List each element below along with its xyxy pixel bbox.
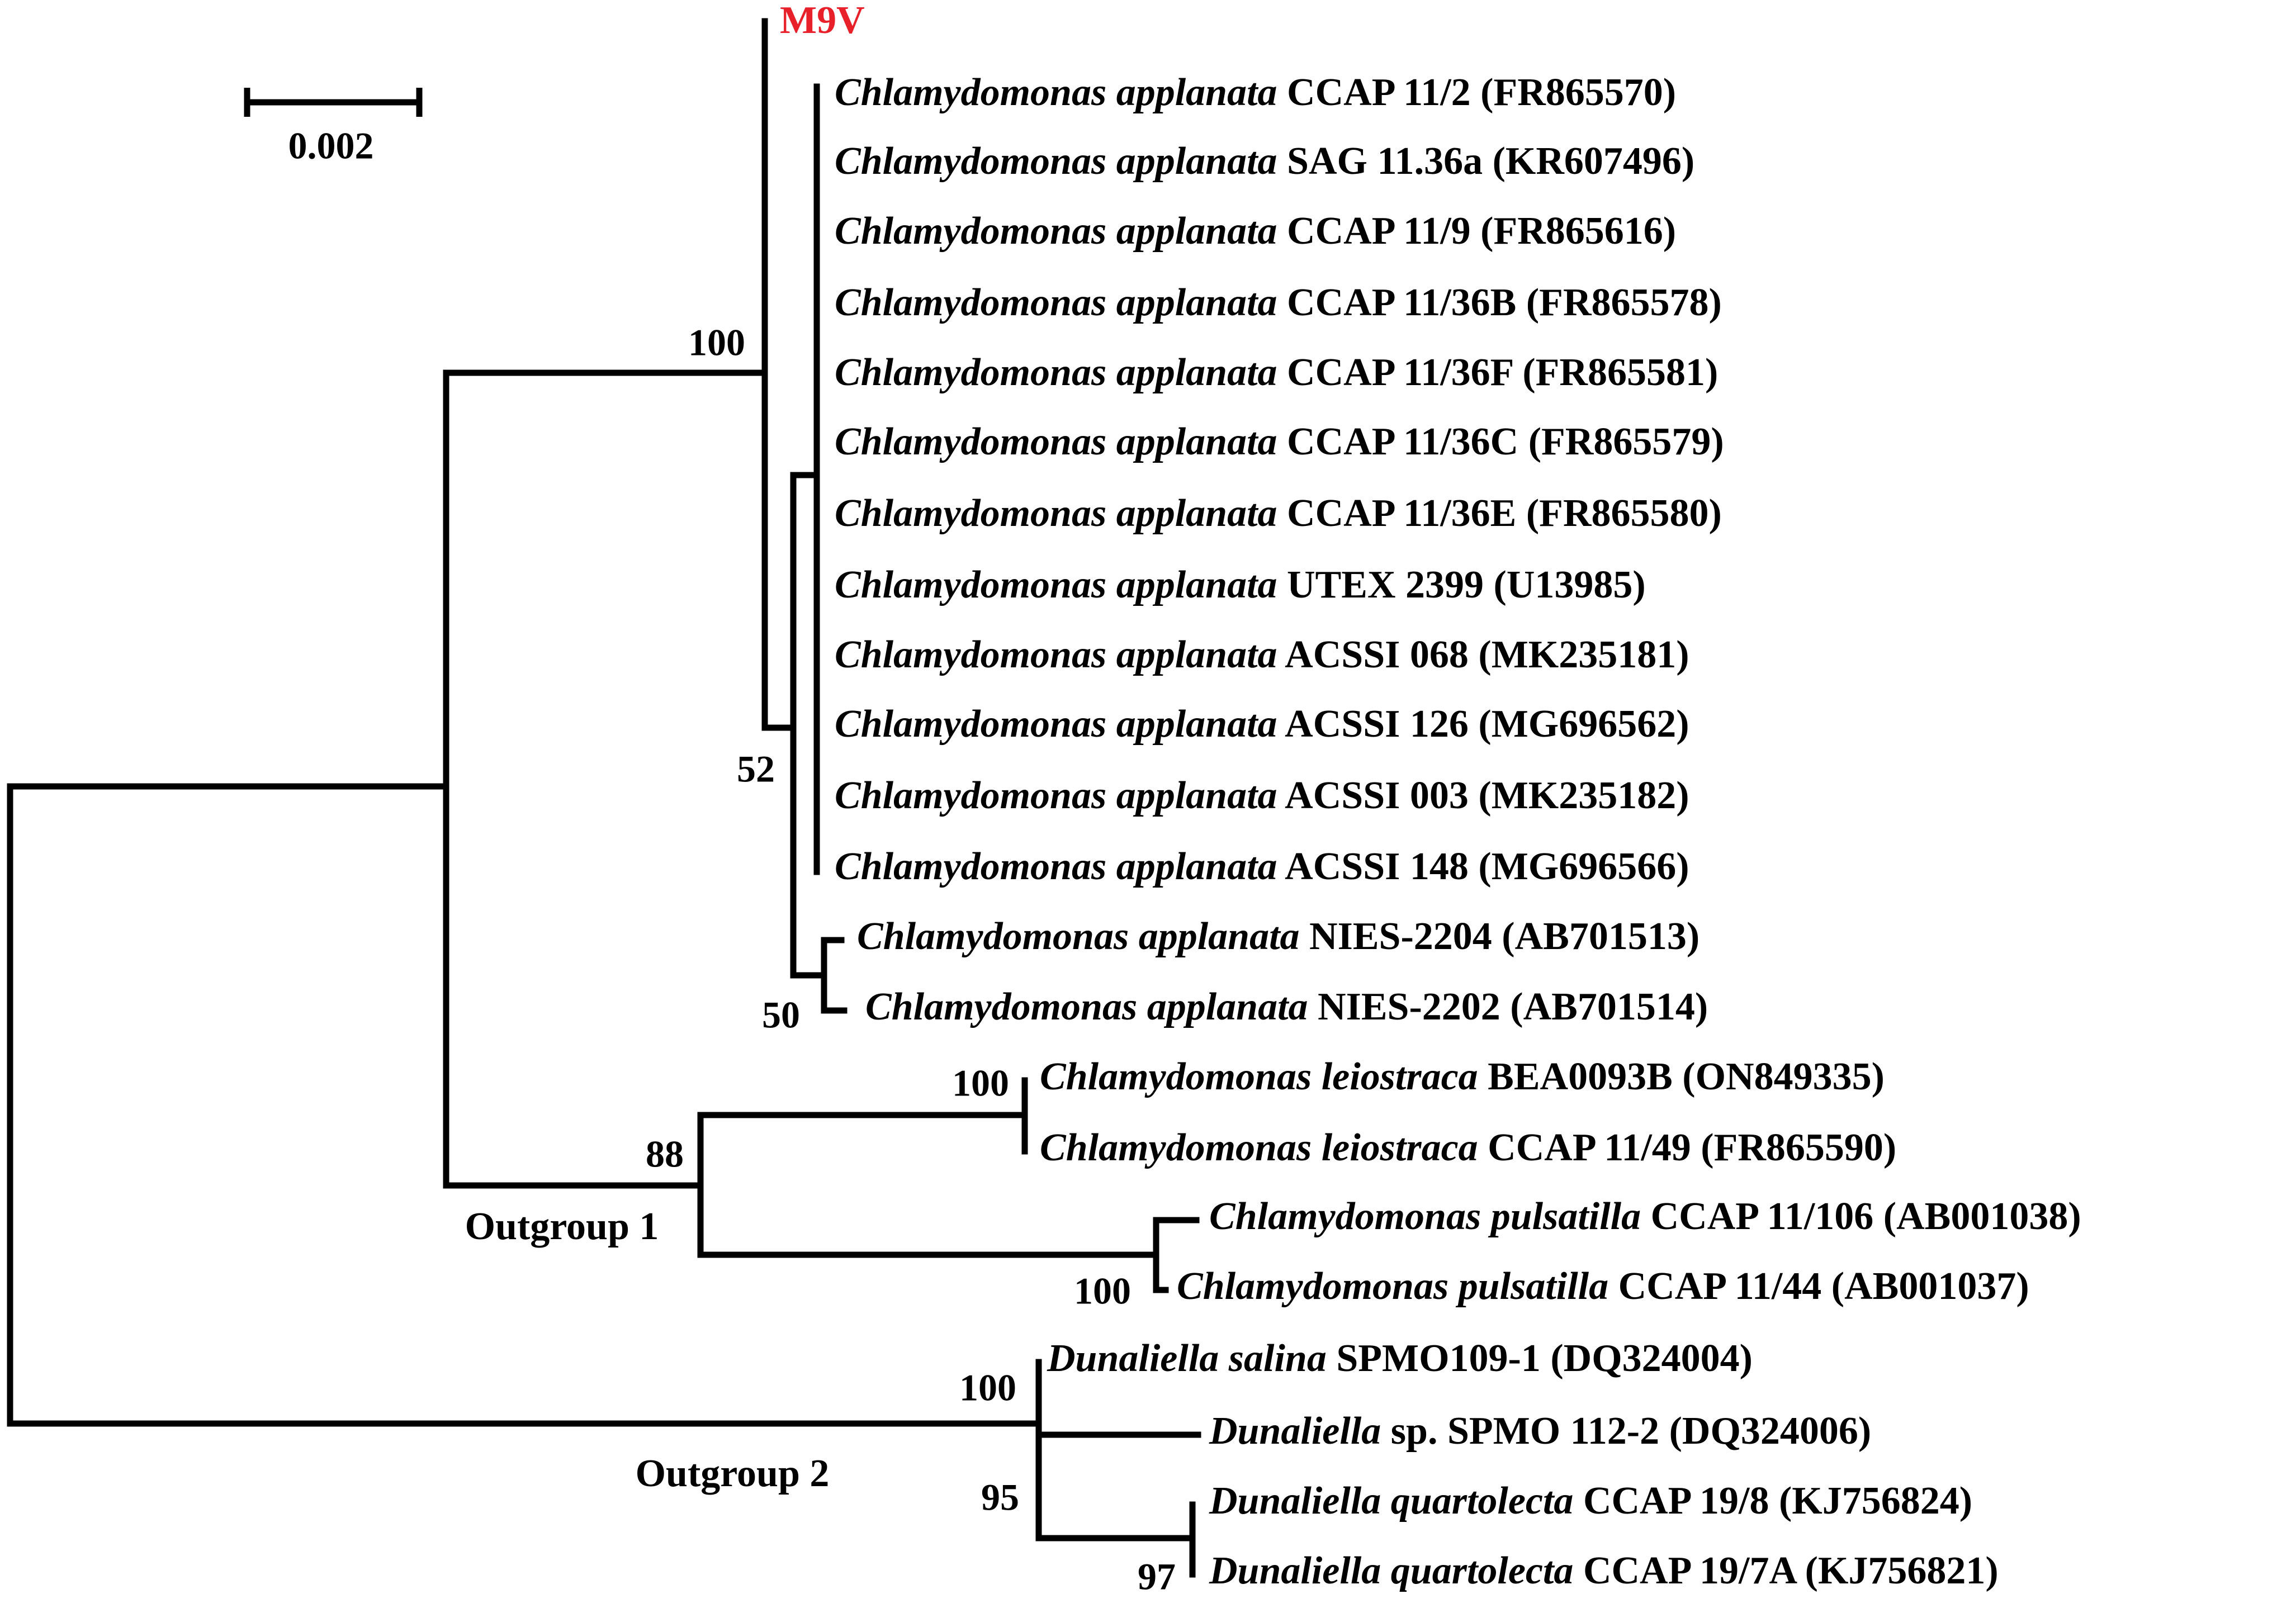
scale-bar: 0.002	[244, 88, 423, 167]
bs-applanata-clade: 100	[688, 321, 745, 364]
taxon-label-t6: Chlamydomonas applanata CCAP 11/36C (FR8…	[835, 420, 1724, 463]
bs-dunaliella-inner: 95	[981, 1476, 1019, 1519]
taxon-strain: CCAP 19/8 (KJ756824)	[1573, 1479, 1972, 1522]
bs-leiostraca: 100	[952, 1062, 1009, 1104]
taxon-label-t20: Dunaliella sp. SPMO 112-2 (DQ324006)	[1209, 1410, 1871, 1453]
taxon-strain: CCAP 11/44 (AB001037)	[1608, 1265, 2029, 1308]
taxon-label-t10: Chlamydomonas applanata ACSSI 126 (MG696…	[835, 703, 1689, 746]
taxon-strain: CCAP 11/106 (AB001038)	[1641, 1195, 2081, 1238]
taxon-label-t2: Chlamydomonas applanata SAG 11.36a (KR60…	[835, 140, 1694, 183]
taxon-species: Chlamydomonas applanata	[835, 845, 1277, 888]
taxon-label-t13: Chlamydomonas applanata NIES-2204 (AB701…	[857, 915, 1699, 958]
taxon-label-t14: Chlamydomonas applanata NIES-2202 (AB701…	[865, 985, 1708, 1028]
bs-quartolecta: 97	[1138, 1555, 1176, 1598]
taxon-species: Dunaliella	[1209, 1410, 1381, 1453]
taxon-strain: NIES-2204 (AB701513)	[1300, 915, 1700, 958]
taxon-strain: ACSSI 068 (MK235181)	[1277, 633, 1689, 676]
group-label-outgroup2: Outgroup 2	[636, 1452, 830, 1495]
taxon-strain: ACSSI 126 (MG696562)	[1277, 703, 1689, 746]
bs-pulsatilla: 100	[1074, 1270, 1131, 1312]
taxon-label-t18: Chlamydomonas pulsatilla CCAP 11/44 (AB0…	[1177, 1265, 2029, 1308]
taxon-label-t3: Chlamydomonas applanata CCAP 11/9 (FR865…	[835, 210, 1676, 253]
taxon-species: Dunaliella salina	[1047, 1337, 1327, 1380]
taxon-species: Chlamydomonas applanata	[835, 210, 1277, 253]
taxon-strain: BEA0093B (ON849335)	[1478, 1055, 1885, 1098]
taxon-species: Chlamydomonas applanata	[835, 140, 1277, 183]
taxon-strain: CCAP 11/49 (FR865590)	[1478, 1126, 1897, 1169]
taxon-strain: CCAP 11/36E (FR865580)	[1277, 492, 1722, 535]
taxon-label-t17: Chlamydomonas pulsatilla CCAP 11/106 (AB…	[1209, 1195, 2081, 1238]
bs-nies: 50	[762, 994, 800, 1036]
taxon-labels: M9V Chlamydomonas applanata CCAP 11/2 (FR…	[780, 0, 2081, 1592]
taxon-species: Chlamydomonas applanata	[835, 563, 1277, 606]
bs-dunaliella: 100	[959, 1367, 1016, 1409]
taxon-strain: SPMO109-1 (DQ324004)	[1327, 1337, 1753, 1380]
taxon-strain: CCAP 11/2 (FR865570)	[1277, 71, 1677, 114]
taxon-label-t4: Chlamydomonas applanata CCAP 11/36B (FR8…	[835, 281, 1722, 324]
taxon-species: Dunaliella quartolecta	[1209, 1549, 1573, 1592]
taxon-species: Chlamydomonas applanata	[835, 281, 1277, 324]
taxon-strain: CCAP 11/36B (FR865578)	[1277, 281, 1722, 324]
taxon-species: Chlamydomonas applanata	[865, 985, 1308, 1028]
scale-bar-label: 0.002	[288, 125, 374, 167]
taxon-species: Chlamydomonas applanata	[835, 71, 1277, 114]
tree-branches	[7, 18, 1201, 1578]
taxon-strain: sp. SPMO 112-2 (DQ324006)	[1381, 1410, 1871, 1453]
taxon-label-t21: Dunaliella quartolecta CCAP 19/8 (KJ7568…	[1209, 1479, 1972, 1522]
taxon-species: Chlamydomonas applanata	[835, 633, 1277, 676]
bs-outgroup1: 88	[646, 1133, 684, 1175]
taxon-label-t22: Dunaliella quartolecta CCAP 19/7A (KJ756…	[1209, 1549, 1999, 1592]
taxon-strain: CCAP 11/36C (FR865579)	[1277, 420, 1724, 463]
taxon-label-t12: Chlamydomonas applanata ACSSI 148 (MG696…	[835, 845, 1689, 888]
taxon-label-m9v: M9V	[780, 0, 865, 42]
taxon-species: Chlamydomonas leiostraca	[1040, 1055, 1478, 1098]
taxon-label-t19: Dunaliella salina SPMO109-1 (DQ324004)	[1047, 1337, 1753, 1380]
taxon-strain: ACSSI 003 (MK235182)	[1277, 774, 1689, 817]
taxon-species: Chlamydomonas applanata	[835, 492, 1277, 535]
taxon-species: Chlamydomonas pulsatilla	[1177, 1265, 1608, 1308]
taxon-strain: ACSSI 148 (MG696566)	[1277, 845, 1689, 888]
taxon-species: Dunaliella quartolecta	[1209, 1479, 1573, 1522]
taxon-species: Chlamydomonas leiostraca	[1040, 1126, 1478, 1169]
group-label-outgroup1: Outgroup 1	[465, 1205, 659, 1248]
taxon-species: Chlamydomonas applanata	[835, 351, 1277, 394]
taxon-label-t5: Chlamydomonas applanata CCAP 11/36F (FR8…	[835, 351, 1718, 394]
taxon-species: Chlamydomonas pulsatilla	[1209, 1195, 1641, 1238]
taxon-strain: NIES-2202 (AB701514)	[1308, 985, 1708, 1028]
taxon-strain: CCAP 11/36F (FR865581)	[1277, 351, 1719, 394]
bs-inner-applanata: 52	[737, 748, 775, 790]
taxon-label-t8: Chlamydomonas applanata UTEX 2399 (U1398…	[835, 563, 1646, 606]
taxon-label-t16: Chlamydomonas leiostraca CCAP 11/49 (FR8…	[1040, 1126, 1896, 1169]
taxon-strain: UTEX 2399 (U13985)	[1277, 563, 1646, 606]
taxon-strain: SAG 11.36a (KR607496)	[1277, 140, 1695, 183]
taxon-label-t11: Chlamydomonas applanata ACSSI 003 (MK235…	[835, 774, 1689, 817]
group-labels: Outgroup 1 Outgroup 2	[465, 1205, 830, 1495]
bootstrap-values: 100 52 50 88 100 100 100 95 97	[646, 321, 1176, 1598]
taxon-strain: CCAP 19/7A (KJ756821)	[1573, 1549, 1998, 1592]
taxon-label-t15: Chlamydomonas leiostraca BEA0093B (ON849…	[1040, 1055, 1885, 1098]
taxon-label-t7: Chlamydomonas applanata CCAP 11/36E (FR8…	[835, 492, 1722, 535]
taxon-species: Chlamydomonas applanata	[835, 420, 1277, 463]
taxon-label-t1: Chlamydomonas applanata CCAP 11/2 (FR865…	[835, 71, 1676, 114]
taxon-species: Chlamydomonas applanata	[835, 703, 1277, 746]
taxon-strain: CCAP 11/9 (FR865616)	[1277, 210, 1677, 253]
taxon-label-t9: Chlamydomonas applanata ACSSI 068 (MK235…	[835, 633, 1689, 676]
taxon-name: M9V	[780, 0, 865, 42]
taxon-species: Chlamydomonas applanata	[857, 915, 1300, 958]
taxon-species: Chlamydomonas applanata	[835, 774, 1277, 817]
